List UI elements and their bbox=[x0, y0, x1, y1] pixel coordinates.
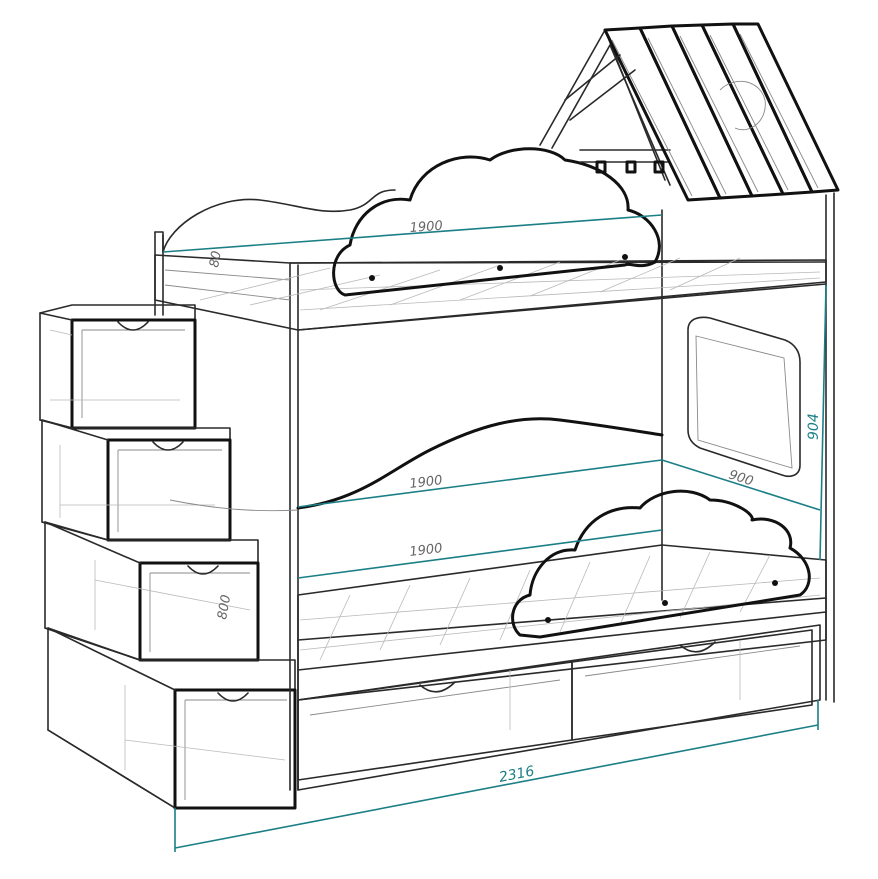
dim-depth-line bbox=[661, 459, 821, 511]
dim-total-label: 2316 bbox=[498, 763, 536, 786]
dim-bottom-label: 1900 bbox=[409, 541, 444, 560]
dim-middle-label: 1900 bbox=[409, 473, 444, 492]
lower-slats bbox=[299, 551, 821, 661]
dim-bottom-length: 1900 bbox=[297, 529, 663, 579]
house-roof bbox=[539, 22, 840, 202]
dim-bottom-line bbox=[297, 529, 663, 579]
roof-planks bbox=[603, 22, 840, 202]
step-3 bbox=[44, 521, 260, 662]
dim-depth: 900 bbox=[661, 459, 821, 511]
step-4 bbox=[47, 627, 297, 810]
dim-top-line bbox=[162, 214, 663, 253]
dim-top-small-label: 80 bbox=[207, 250, 225, 269]
dim-total-line bbox=[174, 724, 819, 849]
dim-total-length: 2316 bbox=[174, 700, 819, 852]
dim-height-label: 904 bbox=[806, 413, 822, 440]
dim-middle-length: 1900 bbox=[297, 459, 663, 508]
dim-step-small-label: 800 bbox=[215, 594, 234, 621]
end-panel-window bbox=[687, 316, 801, 478]
upper-slats bbox=[199, 257, 821, 311]
dim-height-line bbox=[819, 284, 827, 561]
dim-middle-line bbox=[297, 459, 663, 508]
base-drawers bbox=[297, 624, 821, 791]
lower-wavy-back bbox=[296, 417, 664, 510]
dimensions: 1900 1900 1900 900 904 2316 80 bbox=[162, 214, 827, 852]
step-2 bbox=[41, 419, 232, 542]
step-1 bbox=[39, 304, 197, 430]
dim-depth-label: 900 bbox=[727, 468, 755, 490]
lower-cloud-guard bbox=[511, 489, 811, 639]
staircase bbox=[39, 304, 297, 810]
upper-cloud-guard bbox=[332, 147, 661, 297]
bed-frame bbox=[154, 147, 835, 791]
dim-top-label: 1900 bbox=[409, 219, 443, 236]
dim-height: 904 bbox=[806, 284, 827, 561]
dim-top-length: 1900 bbox=[162, 214, 663, 253]
